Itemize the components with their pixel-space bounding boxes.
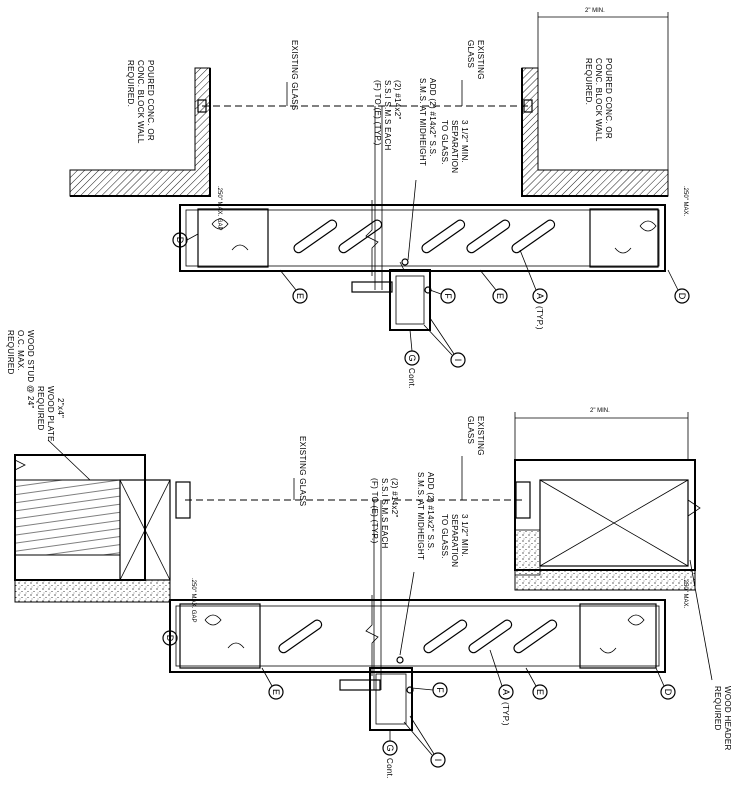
bottom-left-wood-framing: [14, 454, 171, 603]
top-sms-each-2: S.S.I S.M.S EACH: [383, 80, 392, 151]
top-wall-note-left-3: REQUIRED.: [126, 60, 135, 107]
top-wall-note-right-3: REQUIRED.: [584, 58, 593, 105]
top-panel-slots: [293, 219, 556, 254]
bottom-stud-note-1: 2"x4": [56, 398, 65, 418]
bottom-existing-glass-right-2: GLASS: [466, 416, 475, 444]
bottom-sms-each-1: (2) #14x2": [390, 478, 399, 518]
top-wall-note-right-2: CONC. BLOCK WALL: [594, 58, 603, 142]
bottom-existing-glass: [175, 481, 531, 519]
top-add-sms-1: ADD (2) #14x2" S.S.: [428, 78, 437, 157]
top-separation-3: TO GLASS.: [440, 120, 449, 165]
bottom-existing-glass-left: EXISTING GLASS: [298, 436, 307, 506]
bottom-min-dimension: 2" MIN.: [514, 408, 689, 460]
top-callout-e-right: E: [495, 293, 505, 299]
bottom-callout-g-cont: Cont.: [385, 758, 394, 779]
top-existing-glass-right-2: GLASS: [466, 40, 475, 68]
bottom-shutter-panel: [169, 595, 666, 676]
top-callout-e-left: E: [295, 293, 305, 299]
top-sms-each-1: (2) #14x2": [393, 80, 402, 120]
bottom-stud-note-6: REQUIRED: [6, 330, 15, 375]
bottom-stud-note-4: WOOD STUD @ 24": [26, 330, 35, 409]
top-callout-d-left: D: [175, 237, 185, 244]
bottom-callout-a-typ: (TYP.): [501, 702, 510, 726]
top-left-concrete-wall: [69, 67, 211, 197]
bottom-center-mullion: [339, 500, 414, 731]
top-callouts: D D E E F A (TYP.) G Cont. I: [172, 232, 690, 389]
top-separation-2: SEPARATION: [450, 120, 459, 173]
top-existing-glass-left: EXISTING GLASS: [290, 40, 299, 110]
bottom-header-note-1: WOOD HEADER: [723, 686, 732, 751]
top-callout-g-cont: Cont.: [407, 368, 416, 389]
bottom-sms-each-2: S.S.I S.M.S EACH: [380, 478, 389, 549]
top-wall-note-left-1: POURED CONC. OR: [146, 60, 155, 141]
bottom-callout-e-left: E: [271, 689, 281, 695]
top-gap-left: .250" MAX. GAP: [216, 186, 222, 230]
top-callout-d-right: D: [677, 293, 687, 300]
bottom-right-wood-header: [514, 459, 701, 591]
top-callout-f: F: [443, 293, 453, 299]
top-gap-right: .250" MAX.: [682, 186, 688, 216]
bottom-stud-note-5: O.C. MAX.: [16, 330, 25, 371]
bottom-section: 2" MIN. 2"x4" WOOD PLATE REQUIRED WOOD S…: [6, 330, 732, 779]
top-min-dim-text: 2" MIN.: [585, 8, 605, 14]
top-callout-i: I: [453, 359, 463, 362]
bottom-labels: 2"x4" WOOD PLATE REQUIRED WOOD STUD @ 24…: [6, 330, 732, 751]
bottom-callouts: D D E E F A (TYP.) G Cont. I: [162, 630, 676, 779]
bottom-gap-left: .250" MAX. GAP: [190, 578, 196, 622]
bottom-callout-a: A: [501, 689, 511, 695]
bottom-separation-3: TO GLASS.: [440, 514, 449, 559]
top-callout-a-typ: (TYP.): [535, 306, 544, 330]
bottom-callout-d-right: D: [663, 689, 673, 696]
top-existing-glass-right-1: EXISTING: [476, 40, 485, 80]
bottom-existing-glass-right-1: EXISTING: [476, 416, 485, 456]
bottom-callout-i: I: [433, 759, 443, 762]
bottom-add-sms-2: S.M.S. AT MIDHEIGHT: [416, 472, 425, 560]
bottom-callout-d-left: D: [165, 635, 175, 642]
top-callout-g: G: [407, 354, 417, 361]
top-existing-glass: [197, 99, 533, 113]
bottom-callout-e-right: E: [535, 689, 545, 695]
top-min-dimension: 2" MIN.: [537, 8, 669, 170]
bottom-stud-note-3: REQUIRED: [36, 386, 45, 431]
top-add-sms-2: S.M.S. AT MIDHEIGHT: [418, 78, 427, 166]
bottom-separation-1: 3 1/2" MIN.: [460, 514, 469, 557]
bottom-sms-each-3: (F) TO (E) (TYP.): [370, 478, 379, 544]
top-shutter-panel: [179, 200, 666, 276]
top-callout-a: A: [535, 293, 545, 299]
bottom-gap-right: .250" MAX.: [682, 578, 688, 608]
top-labels: POURED CONC. OR CONC. BLOCK WALL REQUIRE…: [126, 40, 688, 261]
top-section: 2" MIN. POURED CONC. OR CONC. BLOCK WALL…: [69, 8, 690, 389]
bottom-header-note-2: REQUIRED: [713, 686, 722, 731]
bottom-callout-f: F: [435, 687, 445, 693]
bottom-panel-slots: [278, 619, 558, 654]
bottom-add-sms-1: ADD (2) #14x2" S.S.: [426, 472, 435, 551]
bottom-min-dim-text: 2" MIN.: [590, 408, 610, 414]
top-wall-note-right-1: POURED CONC. OR: [604, 58, 613, 139]
bottom-callout-g: G: [385, 744, 395, 751]
bottom-separation-2: SEPARATION: [450, 514, 459, 567]
top-separation-1: 3 1/2" MIN.: [460, 120, 469, 163]
bottom-stud-note-2: WOOD PLATE: [46, 386, 55, 442]
top-wall-note-left-2: CONC. BLOCK WALL: [136, 60, 145, 144]
top-sms-each-3: (F) TO (E) (TYP.): [373, 80, 382, 146]
